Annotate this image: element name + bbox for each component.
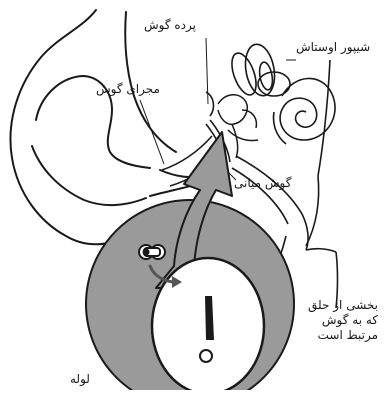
label-throat-part: بخشی از حلق که به گوش مرتبط است — [294, 298, 378, 343]
label-eardrum: پرده گوش — [144, 18, 196, 33]
label-eustachian-tube: شیپور اوستاش — [296, 40, 370, 55]
label-tube: لوله — [70, 372, 90, 387]
label-middle-ear: گوش میانی — [234, 176, 291, 191]
semicircular-canals — [227, 42, 290, 98]
label-ear-canal: مجرای گوش — [96, 82, 160, 97]
tube-icon — [139, 245, 165, 259]
